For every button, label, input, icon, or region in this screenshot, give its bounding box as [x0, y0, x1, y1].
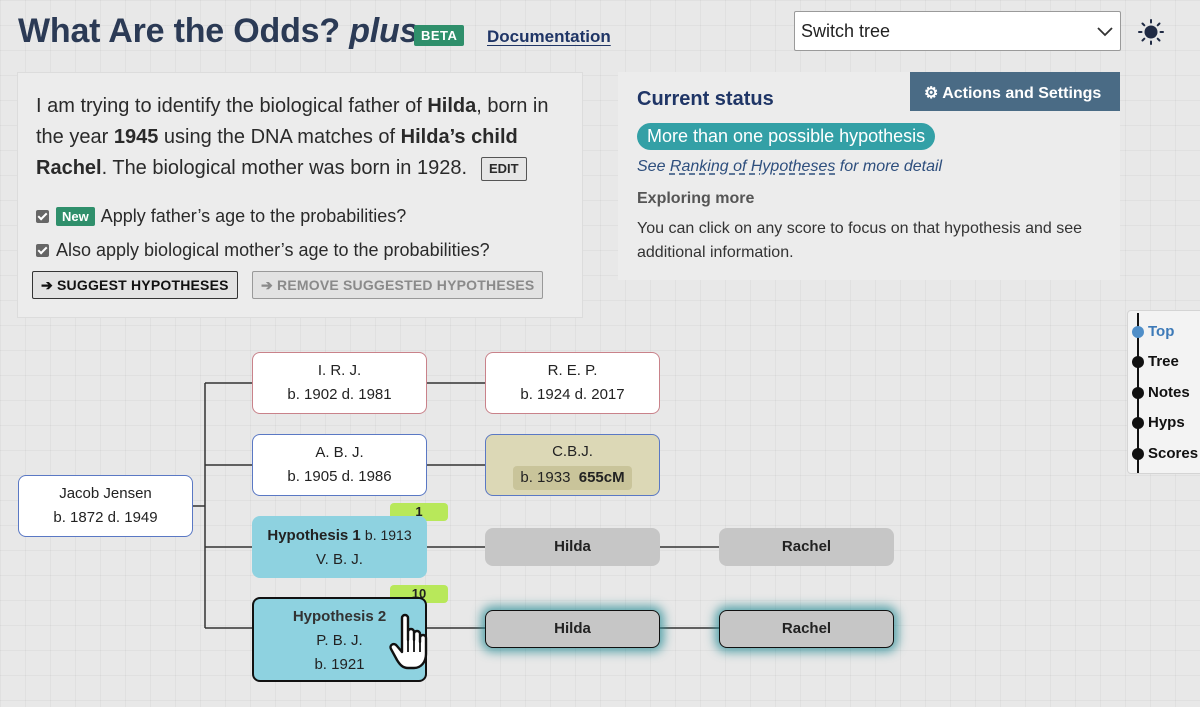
person-rachel-1[interactable]: Rachel	[719, 528, 894, 566]
nav-label: Top	[1148, 323, 1175, 340]
person-born: b. 1913	[364, 527, 412, 543]
hypothesis-2-node[interactable]: Hypothesis 2 P. B. J. b. 1921	[252, 597, 427, 682]
father-age-checkbox[interactable]	[36, 210, 49, 223]
edit-button[interactable]: EDIT	[481, 157, 527, 181]
intro-year: 1945	[113, 126, 159, 148]
suggest-hypotheses-button[interactable]: ➔ SUGGEST HYPOTHESES	[32, 271, 238, 299]
nav-item-notes[interactable]: Notes	[1132, 384, 1190, 401]
status-pill: More than one possible hypothesis	[637, 123, 936, 150]
person-name: Jacob Jensen	[59, 485, 152, 502]
person-rep[interactable]: R. E. P. b. 1924 d. 2017	[485, 352, 660, 414]
person-irj[interactable]: I. R. J. b. 1902 d. 1981	[252, 352, 427, 414]
app-title: What Are the Odds? plus	[18, 12, 418, 51]
father-age-option: New Apply father’s age to the probabilit…	[36, 206, 406, 227]
intro-part: , born in the year	[36, 95, 549, 148]
intro-part: I am trying to identify the biological f…	[36, 95, 428, 117]
ranking-note-pre: See	[637, 158, 670, 175]
actions-settings-label: Actions and Settings	[942, 85, 1102, 102]
person-born: b. 1933	[520, 469, 571, 486]
hypothesis-1-line: Hypothesis 1 b. 1913	[252, 523, 427, 548]
person-name: P. B. J.	[316, 632, 363, 649]
person-dates: b. 1902 d. 1981	[287, 386, 392, 403]
app-title-main: What Are the Odds?	[18, 12, 340, 50]
intro-part: using the DNA matches of	[158, 126, 401, 148]
father-age-label: Apply father’s age to the probabilities?	[100, 206, 407, 226]
nav-label: Scores	[1148, 445, 1199, 462]
ranking-link[interactable]: Ranking of Hypotheses	[669, 158, 836, 175]
person-rachel-2[interactable]: Rachel	[719, 610, 894, 648]
status-title: Current status	[637, 88, 774, 110]
status-panel: ⚙ Actions and Settings Current status Mo…	[618, 72, 1120, 280]
nav-item-scores[interactable]: Scores	[1132, 445, 1198, 462]
person-hilda-1[interactable]: Hilda	[485, 528, 660, 566]
person-dates: b. 1905 d. 1986	[287, 468, 392, 485]
new-badge: New	[56, 207, 95, 226]
person-name: V. B. J.	[316, 551, 363, 568]
shared-cm: 655cM	[578, 469, 625, 486]
person-name: A. B. J.	[315, 444, 364, 461]
section-nav: Top Tree Notes Hyps Scores	[1127, 310, 1200, 474]
intro-name-hilda: Hilda	[427, 95, 477, 117]
actions-settings-button[interactable]: ⚙ Actions and Settings	[910, 72, 1120, 111]
nav-dot	[1132, 325, 1144, 338]
hypothesis-label: Hypothesis 2	[292, 608, 387, 625]
nav-label: Notes	[1148, 384, 1190, 401]
hand-cursor-icon	[389, 613, 428, 670]
nav-dot	[1132, 416, 1144, 429]
gear-icon: ⚙	[924, 85, 939, 102]
nav-label: Hyps	[1148, 414, 1185, 431]
nav-item-top[interactable]: Top	[1132, 323, 1174, 340]
nav-label: Tree	[1148, 353, 1179, 370]
intro-part: . The biological mother was born in 1928…	[101, 157, 467, 179]
question-panel: I am trying to identify the biological f…	[17, 72, 583, 318]
exploring-text: You can click on any score to focus on t…	[637, 220, 1083, 261]
dna-match-cbj[interactable]: C.B.J. b. 1933 655cM	[485, 434, 660, 496]
person-name: I. R. J.	[317, 362, 362, 379]
cm-chip: b. 1933 655cM	[513, 466, 632, 490]
mother-age-label: Also apply biological mother’s age to th…	[56, 240, 490, 260]
nav-dot	[1132, 447, 1144, 460]
switch-tree-select[interactable]: Switch tree	[794, 11, 1121, 51]
exploring-heading: Exploring more	[637, 190, 755, 207]
switch-tree-label: Switch tree	[801, 21, 891, 41]
chevron-down-icon	[1097, 27, 1113, 37]
mother-age-option: Also apply biological mother’s age to th…	[36, 240, 490, 261]
person-born: b. 1921	[314, 656, 365, 673]
nav-item-tree[interactable]: Tree	[1132, 353, 1179, 370]
person-jacob-jensen[interactable]: Jacob Jensen b. 1872 d. 1949	[18, 475, 193, 537]
person-dates: b. 1924 d. 2017	[520, 386, 625, 403]
intro-text: I am trying to identify the biological f…	[36, 91, 576, 184]
person-name: R. E. P.	[547, 362, 598, 379]
ranking-note-post: for more detail	[835, 158, 943, 175]
intro-name-rachel: Hilda’s child Rachel	[36, 126, 518, 179]
remove-suggested-hypotheses-button[interactable]: ➔ REMOVE SUGGESTED HYPOTHESES	[252, 271, 544, 299]
app-title-plus: plus	[349, 12, 419, 50]
nav-dot	[1132, 386, 1144, 399]
hypothesis-1-node[interactable]: Hypothesis 1 b. 1913 V. B. J.	[252, 516, 427, 578]
person-dates: b. 1872 d. 1949	[53, 509, 158, 526]
documentation-link[interactable]: Documentation	[487, 27, 611, 46]
person-abj[interactable]: A. B. J. b. 1905 d. 1986	[252, 434, 427, 496]
sun-icon[interactable]	[1138, 19, 1164, 45]
beta-badge: BETA	[414, 25, 465, 46]
person-hilda-2[interactable]: Hilda	[485, 610, 660, 648]
person-name: C.B.J.	[552, 443, 593, 460]
ranking-note: See Ranking of Hypotheses for more detai…	[637, 158, 942, 176]
mother-age-checkbox[interactable]	[36, 244, 49, 257]
nav-dot	[1132, 355, 1144, 368]
nav-item-hyps[interactable]: Hyps	[1132, 414, 1185, 431]
hypothesis-label: Hypothesis 1	[267, 527, 361, 544]
